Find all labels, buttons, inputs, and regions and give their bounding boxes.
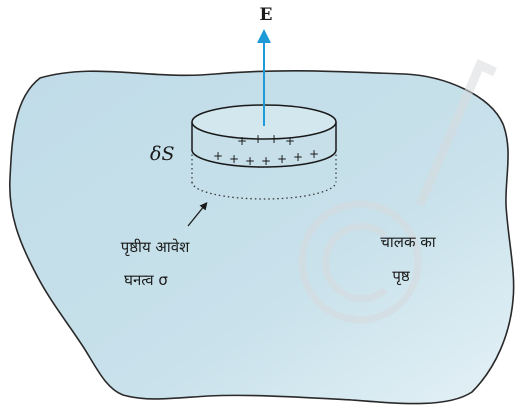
area-label: δS bbox=[150, 143, 174, 165]
charge-plus-sign: + bbox=[269, 132, 279, 146]
charge-plus-sign: + bbox=[309, 147, 319, 161]
conductor-surface-label-line2: पृष्ठ bbox=[392, 267, 411, 286]
watermark bbox=[298, 58, 497, 324]
charge-plus-sign: + bbox=[277, 152, 287, 166]
charge-plus-sign: + bbox=[261, 154, 271, 168]
charge-plus-sign: + bbox=[293, 150, 303, 164]
charge-plus-sign: + bbox=[253, 132, 263, 146]
charge-plus-sign: + bbox=[245, 154, 255, 168]
charge-plus-sign: + bbox=[285, 134, 295, 148]
surface-charges: + + + + + + + + + + + bbox=[213, 132, 319, 168]
charge-pointer-arrow bbox=[187, 201, 208, 227]
field-label: E bbox=[260, 5, 273, 25]
charge-plus-sign: + bbox=[237, 134, 247, 148]
charge-plus-sign: + bbox=[213, 149, 223, 163]
charge-plus-sign: + bbox=[229, 152, 239, 166]
charge-density-label-line2: घनत्व σ bbox=[124, 271, 168, 289]
conductor-surface-label-line1: चालक का bbox=[380, 233, 436, 251]
conductor-surface bbox=[9, 70, 515, 405]
charge-density-label-line1: पृष्ठीय आवेश bbox=[121, 238, 190, 257]
